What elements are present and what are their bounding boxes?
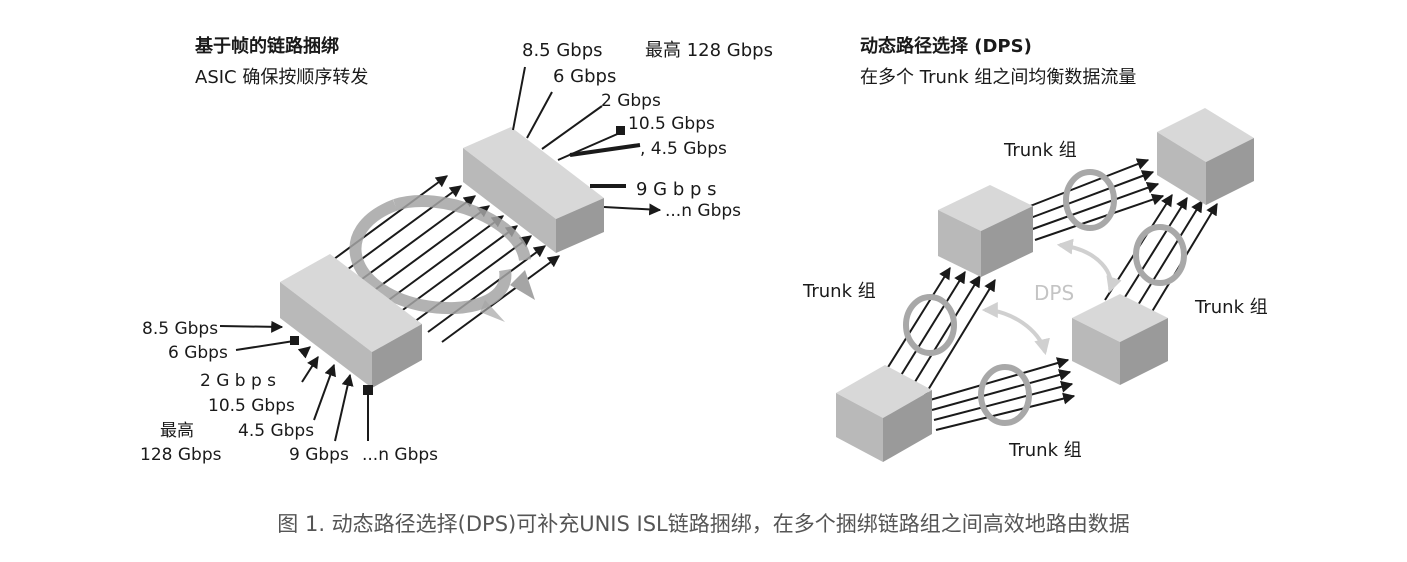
left-panel: 基于帧的链路捆绑 ASIC 确保按顺序转发 (140, 35, 773, 465)
out-label: 6 Gbps (553, 66, 616, 87)
trunk-rotation-arrows (903, 169, 1187, 426)
in-label: 9 Gbps (289, 445, 349, 465)
trunk-links-left (879, 266, 996, 396)
outgoing-links (512, 66, 662, 216)
out-label: 2 Gbps (601, 91, 661, 111)
figure-caption: 图 1. 动态路径选择(DPS)可补充UNIS ISL链路捆绑，在多个捆绑链路组… (277, 512, 1130, 536)
in-label: 4.5 Gbps (238, 421, 314, 441)
trunk-label: Trunk 组 (1008, 440, 1082, 461)
out-max-label: 最高 128 Gbps (645, 40, 773, 61)
switch-box-bottom-left (836, 365, 932, 462)
trunk-label: Trunk 组 (802, 281, 876, 302)
in-label: 2 G b p s (200, 371, 276, 391)
switch-box-right (463, 127, 604, 253)
out-label: 8.5 Gbps (522, 40, 603, 61)
in-label: 8.5 Gbps (142, 319, 218, 339)
switch-box-top-left (938, 185, 1033, 277)
incoming-labels: 8.5 Gbps 6 Gbps 2 G b p s 10.5 Gbps 4.5 … (140, 319, 438, 465)
rotation-arrow (349, 195, 535, 322)
trunk-label: Trunk 组 (1003, 140, 1077, 161)
right-title: 动态路径选择 (DPS) (860, 35, 1032, 57)
left-title: 基于帧的链路捆绑 (194, 35, 339, 57)
incoming-links (219, 320, 373, 442)
in-label: 6 Gbps (168, 343, 228, 363)
out-label: ...n Gbps (665, 201, 741, 221)
right-panel: 动态路径选择 (DPS) 在多个 Trunk 组之间均衡数据流量 (802, 35, 1268, 462)
switch-box-bottom-right (1072, 294, 1168, 385)
right-subtitle: 在多个 Trunk 组之间均衡数据流量 (860, 67, 1136, 88)
in-label: 10.5 Gbps (208, 396, 295, 416)
out-label: , 4.5 Gbps (640, 139, 727, 159)
trunk-links-bottom (929, 357, 1076, 431)
out-label: 10.5 Gbps (628, 114, 715, 134)
left-subtitle: ASIC 确保按顺序转发 (195, 67, 368, 88)
in-max-label: 最高 (160, 421, 194, 441)
switch-box-left (280, 254, 422, 388)
in-label: ...n Gbps (362, 445, 438, 465)
dps-arrows (981, 238, 1122, 356)
in-max-label: 128 Gbps (140, 445, 222, 465)
trunk-links-top (1019, 158, 1165, 241)
trunk-label: Trunk 组 (1194, 297, 1268, 318)
out-label: 9 G b p s (636, 179, 717, 200)
switch-box-top-right (1157, 108, 1254, 205)
outgoing-labels: 8.5 Gbps 6 Gbps 2 Gbps 10.5 Gbps , 4.5 G… (522, 40, 773, 221)
dps-label: DPS (1034, 281, 1074, 305)
